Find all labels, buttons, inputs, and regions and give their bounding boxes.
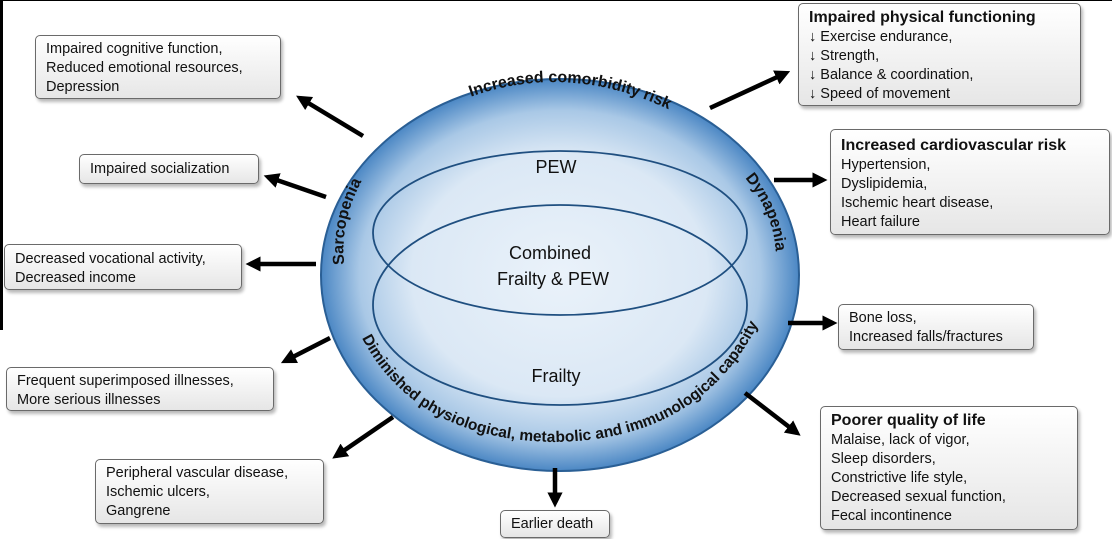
- death-box: Earlier death: [500, 510, 610, 538]
- quality-item-4: Decreased sexual function,: [831, 489, 1006, 505]
- vascular-line-2: Ischemic ulcers,: [106, 484, 210, 500]
- physical-item-4: ↓ Speed of movement: [809, 86, 951, 102]
- left-edge-line: [0, 0, 3, 330]
- physical-item-3: ↓ Balance & coordination,: [809, 67, 974, 83]
- outer-ellipse: [320, 78, 800, 472]
- combined-label-line2: Frailty & PEW: [497, 269, 609, 289]
- socialization-box: Impaired socialization: [79, 154, 259, 184]
- vocational-line-1: Decreased vocational activity,: [15, 251, 206, 267]
- quality-title: Poorer quality of life: [831, 412, 986, 429]
- bone-line-1: Bone loss,: [849, 310, 917, 326]
- illnesses-line-1: Frequent superimposed illnesses,: [17, 373, 234, 389]
- cognitive-line-1: Impaired cognitive function,: [46, 41, 223, 57]
- cardio-item-4: Heart failure: [841, 214, 920, 230]
- arrow-to-socialization: [263, 173, 327, 200]
- physical-title: Impaired physical functioning: [809, 9, 1036, 26]
- combined-label-line1: Combined: [509, 243, 591, 263]
- top-border-line: [0, 0, 1112, 1]
- death-line-1: Earlier death: [511, 516, 594, 532]
- frailty-label: Frailty: [532, 366, 581, 386]
- bone-box: Bone loss, Increased falls/fractures: [838, 304, 1034, 350]
- quality-item-1: Malaise, lack of vigor,: [831, 432, 970, 448]
- physical-item-2: ↓ Strength,: [809, 48, 880, 64]
- vocational-line-2: Decreased income: [15, 270, 136, 286]
- arrow-to-illnesses: [280, 335, 332, 364]
- frailty-ellipse: [372, 204, 748, 406]
- vascular-line-1: Peripheral vascular disease,: [106, 465, 289, 481]
- socialization-line-1: Impaired socialization: [90, 161, 230, 177]
- cognitive-line-3: Depression: [46, 79, 120, 95]
- arrow-to-cognitive: [296, 95, 365, 138]
- cognitive-line-2: Reduced emotional resources,: [46, 60, 243, 76]
- vascular-box: Peripheral vascular disease, Ischemic ul…: [95, 459, 324, 524]
- arrow-to-vascular: [332, 415, 395, 459]
- physical-box: Impaired physical functioning ↓ Exercise…: [798, 3, 1081, 106]
- arrow-to-quality: [743, 391, 801, 436]
- cardio-item-1: Hypertension,: [841, 157, 931, 173]
- quality-item-5: Fecal incontinence: [831, 508, 952, 524]
- vocational-box: Decreased vocational activity, Decreased…: [4, 244, 242, 290]
- pew-label: PEW: [535, 157, 576, 177]
- physical-item-1: ↓ Exercise endurance,: [809, 29, 953, 45]
- quality-item-2: Sleep disorders,: [831, 451, 936, 467]
- cardio-box: Increased cardiovascular risk Hypertensi…: [830, 129, 1110, 235]
- pew-ellipse: [372, 150, 748, 316]
- arrow-to-physical: [709, 70, 791, 111]
- quality-item-3: Constrictive life style,: [831, 470, 968, 486]
- cardio-item-3: Ischemic heart disease,: [841, 195, 994, 211]
- cardio-item-2: Dyslipidemia,: [841, 176, 928, 192]
- cardio-title: Increased cardiovascular risk: [841, 137, 1067, 154]
- quality-box: Poorer quality of life Malaise, lack of …: [820, 406, 1078, 530]
- illnesses-line-2: More serious illnesses: [17, 392, 161, 408]
- cognitive-box: Impaired cognitive function, Reduced emo…: [35, 35, 281, 99]
- bone-line-2: Increased falls/fractures: [849, 329, 1003, 345]
- illnesses-box: Frequent superimposed illnesses, More se…: [6, 367, 274, 411]
- vascular-line-3: Gangrene: [106, 503, 171, 519]
